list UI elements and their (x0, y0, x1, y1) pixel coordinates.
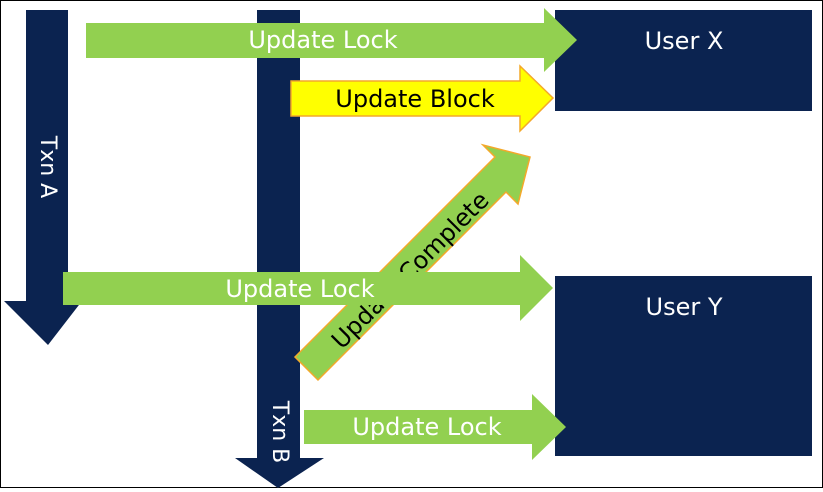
txn-a-arrow-shape (4, 10, 82, 345)
bottom-update-lock-arrow: Update Lock (304, 394, 566, 460)
txn-b-label: Txn B (267, 400, 292, 464)
middle-update-lock-arrow: Update Lock (63, 255, 553, 321)
update-block-arrow: Update Block (290, 64, 555, 133)
txn-a-arrow: Txn A (4, 10, 82, 345)
top-update-lock-arrow: Update Lock (86, 8, 577, 72)
txn-a-label: Txn A (35, 135, 60, 198)
user-y-label: User Y (646, 293, 723, 321)
user-x-label: User X (645, 27, 724, 55)
user-y-box-shape (555, 276, 812, 456)
update-block-arrow-shape (290, 64, 555, 133)
user-y-box: User Y (555, 276, 812, 456)
middle-update-lock-label: Update Lock (225, 275, 374, 303)
update-block-label: Update Block (335, 85, 495, 113)
user-x-box: User X (555, 10, 812, 111)
update-complete-arrow-shape (293, 143, 531, 382)
bottom-update-lock-label: Update Lock (352, 413, 501, 441)
middle-update-lock-arrow-shape (63, 255, 553, 321)
txn-b-arrow-shape (235, 10, 324, 488)
user-x-box-shape (555, 10, 812, 111)
bottom-update-lock-arrow-shape (304, 394, 566, 460)
top-update-lock-label: Update Lock (248, 26, 397, 54)
txn-b-arrow: Txn B (235, 10, 324, 488)
top-update-lock-arrow-shape (86, 8, 577, 72)
